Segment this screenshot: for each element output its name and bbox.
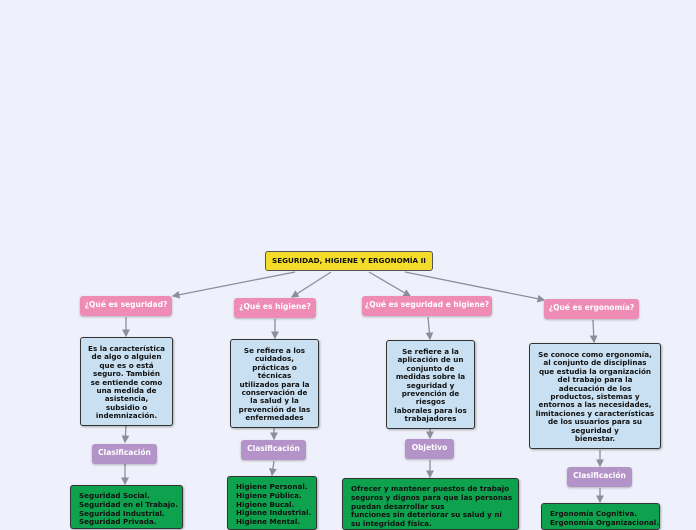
list-item: Higiene Personal. [236,482,308,491]
list-item: Seguridad en el Trabajo. [79,499,178,509]
description-ergonomia[interactable]: Se conoce como ergonomía, al conjunto de… [529,343,661,449]
connector-q4-desc [589,319,598,344]
connector-sub2-items [269,460,277,477]
sublabel-objetivo[interactable]: Objetivo [405,439,454,459]
items-seguridad[interactable]: Seguridad Social. Seguridad en el Trabaj… [70,485,183,529]
list-item: Higiene Pública. [236,490,302,500]
connector-title-higiene [290,271,332,298]
list-item: Higiene Industrial. [236,508,312,518]
items-seguridad-higiene[interactable]: Ofrecer y mantener puestos de trabajo se… [342,478,519,530]
list-item: Higiene Bucal. [236,499,295,509]
connector-title-ergonomia [404,271,546,303]
list-item: Seguridad Social. [79,491,150,500]
description-seguridad[interactable]: Es la característica de algo o alguien q… [80,337,173,426]
connector-title-seguridad-higiene [368,271,412,297]
connector-q3-desc [425,316,434,341]
list-item: su integridad física. [351,519,432,529]
list-item: funciones sin deteriorar su salud y ni [351,510,502,520]
question-seguridad-higiene[interactable]: ¿Qué es seguridad e higiene? [362,296,492,316]
description-seguridad-higiene[interactable]: Se refiere a la aplicación de un conjunt… [386,340,475,429]
list-item: Ofrecer y mantener puestos de trabajo [351,484,510,493]
list-item: Ergonomía Organizacional. [550,517,659,527]
items-ergonomia[interactable]: Ergonomía Cognitiva. Ergonomía Organizac… [541,503,660,530]
sublabel-seguridad-clasificacion[interactable]: Clasificación [92,444,157,464]
question-ergonomia[interactable]: ¿Qué es ergonomía? [544,299,639,319]
description-higiene[interactable]: Se refiere a los cuidados, prácticas o t… [230,339,319,428]
list-item: seguros y dignos para que las personas [351,492,513,502]
items-higiene[interactable]: Higiene Personal. Higiene Pública. Higie… [227,476,317,530]
sublabel-ergonomia-clasificacion[interactable]: Clasificación [567,467,632,487]
list-item: Seguridad Industrial. [79,508,165,518]
central-topic[interactable]: SEGURIDAD, HIGIENE Y ERGONOMÍA II [265,251,433,271]
question-higiene[interactable]: ¿Qué es higiene? [234,298,316,318]
sublabel-higiene-clasificacion[interactable]: Clasificación [241,440,306,460]
connector-desc1-sub [121,425,130,444]
question-seguridad[interactable]: ¿Qué es seguridad? [80,296,172,316]
list-item: Ergonomía Cognitiva. [550,509,638,518]
list-item: puedan desarrollar sus [351,501,445,511]
connector-title-seguridad [171,271,296,299]
